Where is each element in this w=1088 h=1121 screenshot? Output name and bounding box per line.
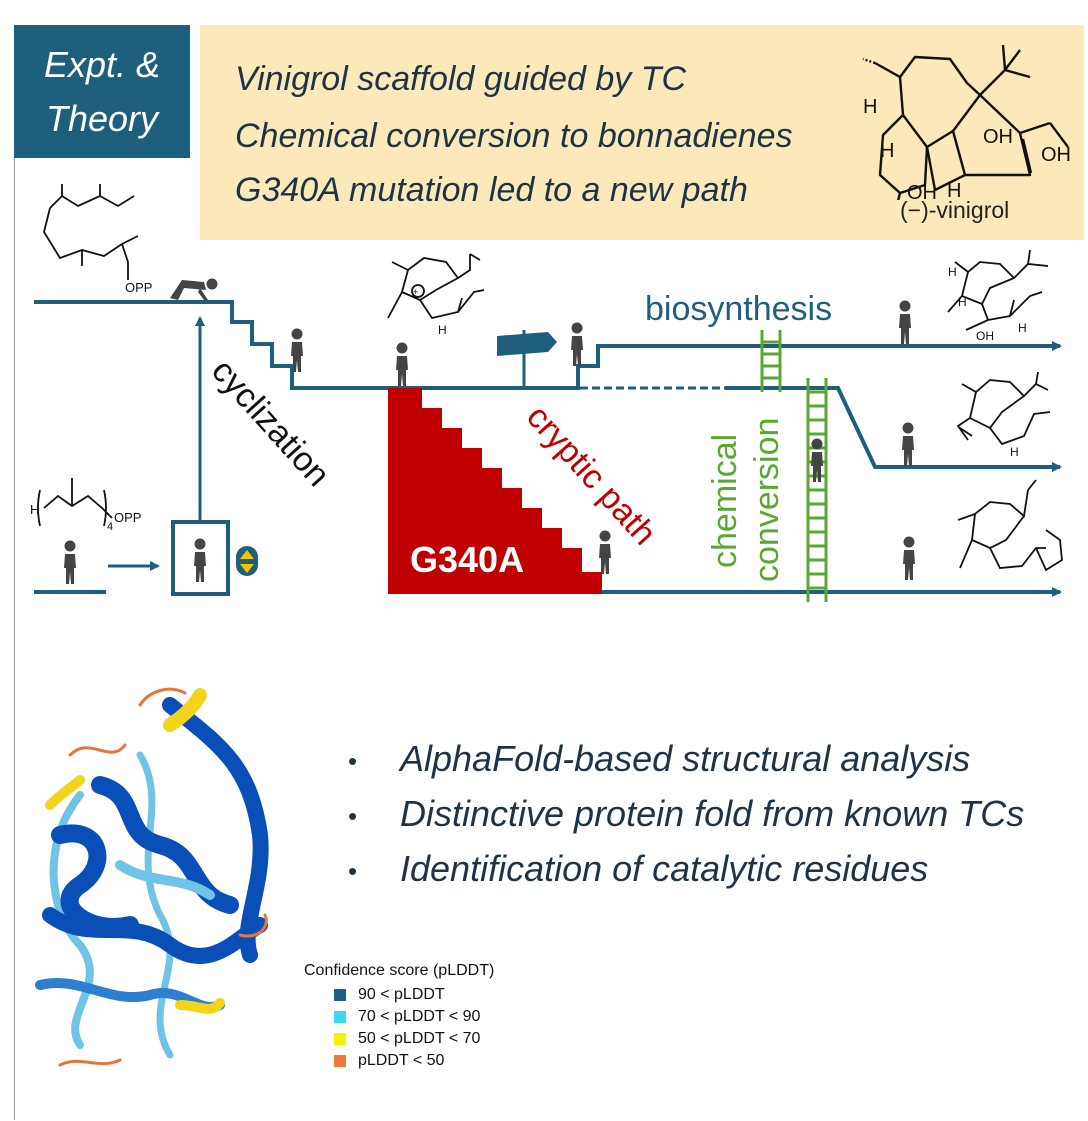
bullet-text-3: Identification of catalytic residues xyxy=(400,848,929,889)
atom-h3: H xyxy=(947,180,961,200)
tag-line-1: Expt. & xyxy=(43,43,161,85)
vinigrol-label: (−)-vinigrol xyxy=(900,197,1010,223)
bullet-text-2: Distinctive protein fold from known TCs xyxy=(400,793,1025,834)
bullet-symbol: • xyxy=(348,855,358,886)
elevator-rider-icon xyxy=(194,538,206,582)
legend-item: 50 < pLDDT < 70 xyxy=(334,1028,494,1050)
legend-swatch xyxy=(334,1055,346,1067)
ggpp-structure xyxy=(43,184,139,280)
ladder-lower xyxy=(806,378,828,602)
ggpp-opp-label: OPP xyxy=(125,280,152,295)
cation-structure xyxy=(387,253,485,320)
plddt-legend: Confidence score (pLDDT) 90 < pLDDT 70 <… xyxy=(304,962,494,1072)
conversion-label: conversion xyxy=(748,418,786,582)
summary-box: Vinigrol scaffold guided by TC Chemical … xyxy=(200,25,1084,240)
cheer-middle-icon xyxy=(902,422,914,466)
atom-oh1: OH xyxy=(983,126,1013,148)
product-vinigrol-scaffold xyxy=(947,249,1049,331)
product-cryptic xyxy=(957,479,1063,572)
product-bonnadiene xyxy=(956,371,1051,446)
summary-line-3: G340A mutation led to a new path xyxy=(235,171,748,209)
legend-swatch xyxy=(334,1033,346,1045)
product1-oh: OH xyxy=(976,329,994,343)
summary-line-2: Chemical conversion to bonnadienes xyxy=(235,117,793,155)
product1-h3: H xyxy=(1018,321,1027,335)
legend-title: Confidence score (pLDDT) xyxy=(304,962,495,979)
vinigrol-structure: H H OH OH OH H xyxy=(862,44,1071,200)
prenyl-subscript: 4 xyxy=(107,521,113,533)
prenyl-h-label: H xyxy=(30,502,39,517)
atom-h2: H xyxy=(880,140,894,162)
product1-h1: H xyxy=(948,265,957,279)
bullet-item-3: • Identification of catalytic residues xyxy=(348,848,928,890)
walker-icon xyxy=(64,540,76,584)
bullet-item-1: • AlphaFold-based structural analysis xyxy=(348,738,970,780)
cation-plus: + xyxy=(413,287,418,297)
summary-line-1: Vinigrol scaffold guided by TC xyxy=(235,60,687,98)
cheer-top-icon xyxy=(899,300,911,344)
prenyl-structure xyxy=(37,478,113,527)
biosynthesis-path xyxy=(388,341,1062,390)
tag-line-2: Theory xyxy=(45,97,159,139)
biosynthesis-label: biosynthesis xyxy=(645,290,832,328)
prenyl-opp-label: OPP xyxy=(114,510,141,525)
left-rule xyxy=(14,150,15,1120)
g340a-staircase xyxy=(388,388,602,594)
bullet-item-2: • Distinctive protein fold from known TCs xyxy=(348,793,1024,835)
expt-theory-tag: Expt. & Theory xyxy=(14,25,190,158)
legend-item: pLDDT < 50 xyxy=(334,1050,494,1072)
crawler-icon xyxy=(170,278,218,300)
legend-swatch xyxy=(334,989,346,1001)
legend-label: 90 < pLDDT xyxy=(358,986,445,1003)
elevator-box xyxy=(171,520,230,596)
atom-oh2: OH xyxy=(1041,144,1071,166)
atom-h1: H xyxy=(863,96,877,118)
legend-label: 50 < pLDDT < 70 xyxy=(358,1030,481,1047)
legend-item: 90 < pLDDT xyxy=(334,984,494,1006)
chemical-label: chemical xyxy=(706,434,744,568)
atom-oh3: OH xyxy=(907,182,937,200)
cyclization-label: cyclization xyxy=(204,352,337,494)
bullet-text-1: AlphaFold-based structural analysis xyxy=(400,738,971,779)
climber-icon xyxy=(571,322,583,366)
product1-h2: H xyxy=(958,295,967,309)
legend-item: 70 < pLDDT < 90 xyxy=(334,1006,494,1028)
cation-h-label: H xyxy=(438,323,447,337)
reaction-scheme: OPP cyclization biosynthesis G340A crypt… xyxy=(30,184,1063,602)
elevator-buttons-icon xyxy=(236,546,258,576)
legend-label: 70 < pLDDT < 90 xyxy=(358,1008,481,1025)
bullet-symbol: • xyxy=(348,800,358,831)
cheer-bottom-icon xyxy=(903,536,915,580)
alphafold-protein-model xyxy=(35,687,269,1067)
product2-h: H xyxy=(1010,445,1019,459)
legend-swatch xyxy=(334,1011,346,1023)
cyclization-path xyxy=(34,300,388,390)
thinker-icon xyxy=(396,342,408,386)
cryptic-walker-icon xyxy=(599,530,611,574)
ladder-upper xyxy=(760,330,782,392)
legend-label: pLDDT < 50 xyxy=(358,1052,445,1069)
g340a-label: G340A xyxy=(410,539,524,580)
bullet-symbol: • xyxy=(348,745,358,776)
signpost-icon xyxy=(497,330,557,388)
